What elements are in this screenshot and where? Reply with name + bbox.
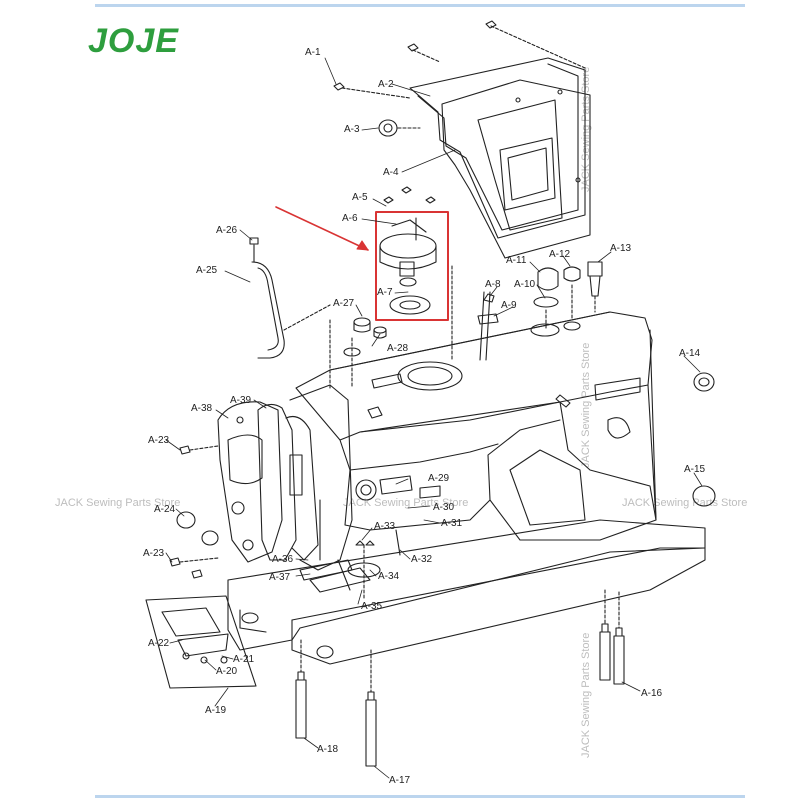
machine-bed	[227, 519, 706, 665]
face-plate	[217, 401, 283, 563]
label-a23-top: A-23	[148, 435, 170, 446]
label-a3: A-3	[344, 124, 360, 135]
label-a23-bottom: A-23	[143, 548, 165, 559]
label-a31: A-31	[441, 518, 463, 529]
label-a39: A-39	[230, 395, 252, 406]
label-a18: A-18	[317, 744, 339, 755]
label-a26: A-26	[216, 225, 238, 236]
label-a13: A-13	[610, 243, 632, 254]
face-plate-gasket	[257, 403, 319, 561]
label-a10: A-10	[514, 279, 536, 290]
machine-head	[295, 291, 657, 541]
label-a14: A-14	[679, 348, 701, 359]
label-a28: A-28	[387, 343, 409, 354]
label-a2: A-2	[378, 79, 394, 90]
label-a27: A-27	[333, 298, 355, 309]
needle-bar-area	[289, 384, 377, 571]
label-a6: A-6	[342, 213, 358, 224]
label-a15: A-15	[684, 464, 706, 475]
thread-guide-bracket	[249, 237, 331, 359]
slide-plate-assembly	[145, 595, 257, 689]
label-a32: A-32	[411, 554, 433, 565]
top-cover-gasket	[441, 79, 591, 259]
label-a12: A-12	[549, 249, 571, 260]
label-a17: A-17	[389, 775, 411, 786]
watermark-left: JACK Sewing Parts Store	[55, 497, 181, 509]
top-border-line	[95, 4, 745, 7]
label-a7: A-7	[377, 287, 393, 298]
leader-lines	[165, 57, 703, 779]
label-a1: A-1	[305, 47, 321, 58]
label-a22: A-22	[148, 638, 170, 649]
label-a20: A-20	[216, 666, 238, 677]
screws-a23	[169, 445, 219, 579]
oil-caps	[329, 265, 453, 391]
label-a37: A-37	[269, 572, 291, 583]
presser-lifter-parts	[347, 475, 441, 601]
label-a29: A-29	[428, 473, 450, 484]
label-a25: A-25	[196, 265, 218, 276]
bottom-border-line	[95, 795, 745, 798]
label-a35: A-35	[361, 601, 383, 612]
top-cover-plate	[409, 57, 586, 239]
label-a16: A-16	[641, 688, 663, 699]
brand-logo: JOJE	[88, 22, 179, 60]
watermark-center: JACK Sewing Parts Store	[343, 497, 469, 509]
caps-a24	[176, 511, 219, 546]
label-a8: A-8	[485, 279, 501, 290]
top-screws	[333, 20, 586, 99]
label-a21: A-21	[233, 654, 255, 665]
label-a24: A-24	[154, 504, 176, 515]
label-a33: A-33	[374, 521, 396, 532]
label-a19: A-19	[205, 705, 227, 716]
label-a9: A-9	[501, 300, 517, 311]
highlight-box	[375, 211, 449, 321]
label-a36: A-36	[272, 554, 294, 565]
oil-pump-assembly	[379, 186, 437, 315]
top-components	[483, 261, 603, 331]
label-a30: A-30	[433, 502, 455, 513]
side-caps	[692, 372, 716, 507]
bushing-a3	[378, 119, 421, 137]
label-a34: A-34	[378, 571, 400, 582]
label-a4: A-4	[383, 167, 399, 178]
bed-studs	[295, 589, 625, 767]
highlight-arrow	[275, 206, 369, 251]
label-a5: A-5	[352, 192, 368, 203]
highlight-arrowhead	[356, 240, 369, 251]
label-a11: A-11	[506, 255, 527, 266]
label-a38: A-38	[191, 403, 213, 414]
